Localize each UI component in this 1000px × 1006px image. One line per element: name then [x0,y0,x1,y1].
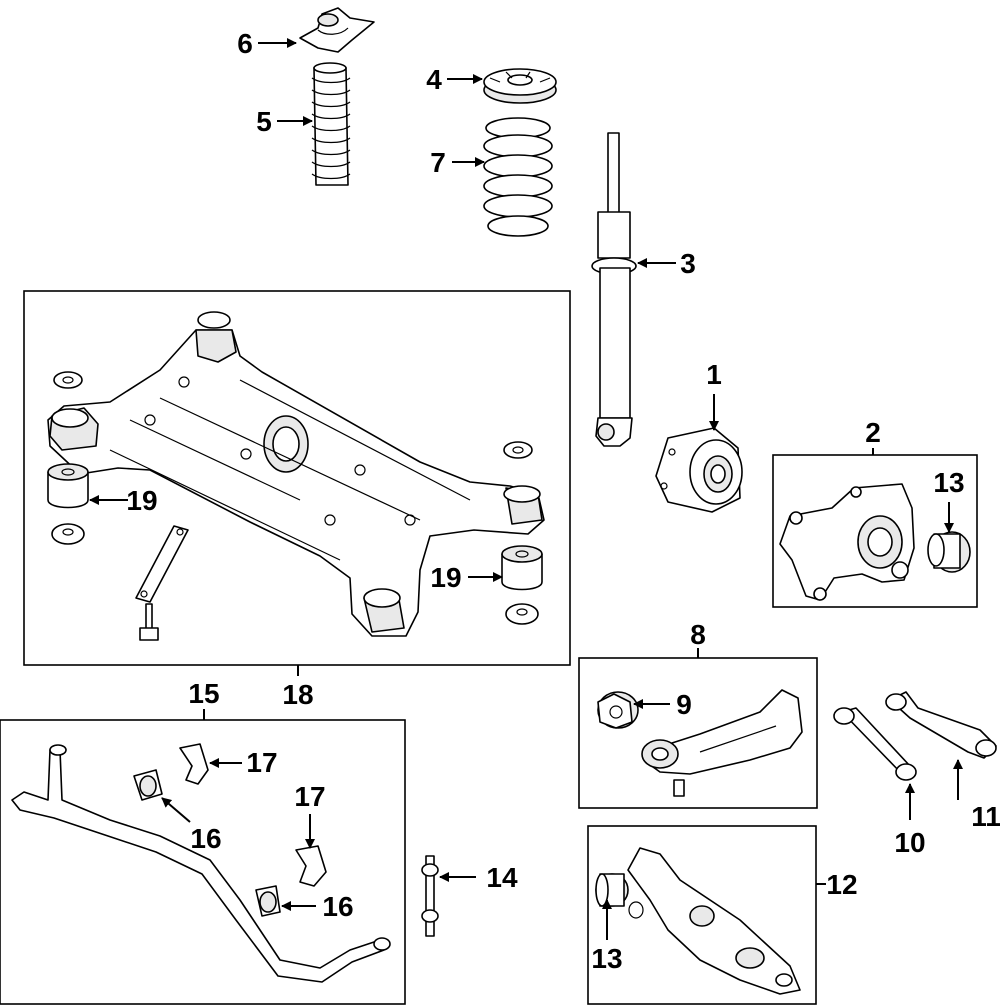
hub-bearing-part[interactable] [655,427,743,513]
callout-4: 4 [426,64,442,95]
mount-washer-bottom-left[interactable] [51,523,85,545]
callout-3: 3 [680,248,696,279]
callout-7: 7 [430,147,446,178]
crossmember-part[interactable] [47,311,545,637]
callout-19-right: 19 [430,562,461,593]
callout-17-lower: 17 [294,781,325,812]
callout-13-lower: 13 [591,943,622,974]
knuckle-bushing-part[interactable] [927,531,971,573]
lower-control-arm-part[interactable] [627,847,801,995]
callout-15: 15 [188,678,219,709]
callout-18: 18 [282,679,313,710]
callout-16-upper: 16 [190,823,221,854]
callout-1: 1 [706,359,722,390]
upper-mount-part[interactable] [299,7,375,53]
callout-5: 5 [256,106,272,137]
stabilizer-bushing-upper-part[interactable] [133,769,163,801]
mount-bushing-right[interactable] [501,545,543,591]
coil-spring-part[interactable] [483,117,553,237]
knuckle-group-box [772,454,978,608]
callout-leaders [89,38,963,940]
upper-control-arm-part[interactable] [885,691,997,759]
mount-washer-top-right[interactable] [503,441,533,459]
stabilizer-group-box [0,719,406,1005]
stabilizer-bushing-lower-part[interactable] [255,885,281,917]
lateral-link-part[interactable] [833,707,917,781]
stabilizer-bar-part[interactable] [11,744,391,983]
trailing-arm-part[interactable] [641,689,803,797]
shock-absorber-part[interactable] [591,132,637,447]
stabilizer-bracket-upper-part[interactable] [179,743,209,785]
spring-seat-part[interactable] [483,68,557,104]
mounting-bolt-part[interactable] [139,603,159,641]
callout-14: 14 [486,862,518,893]
callout-12: 12 [826,869,857,900]
mount-bushing-left[interactable] [47,463,89,509]
callout-11: 11 [971,801,1000,832]
stay-bracket-part[interactable] [135,525,189,603]
stabilizer-link-part[interactable] [421,855,439,937]
callout-9: 9 [676,689,692,720]
lower-arm-bushing-part[interactable] [595,873,644,919]
callout-2: 2 [865,417,881,448]
callout-16-lower: 16 [322,891,353,922]
callout-8: 8 [690,619,706,650]
mount-washer-top-left[interactable] [53,371,83,389]
trailing-arm-bushing-part[interactable] [597,691,639,729]
callout-6: 6 [237,28,253,59]
knuckle-part[interactable] [779,483,915,601]
lower-arm-group-box [587,825,817,1005]
stabilizer-bracket-lower-part[interactable] [295,845,327,887]
mount-washer-bottom-right[interactable] [505,603,539,625]
callout-17-upper: 17 [246,747,277,778]
callout-10: 10 [894,827,925,858]
callout-19-left: 19 [126,485,157,516]
dust-boot-part[interactable] [311,62,351,186]
callout-13-upper: 13 [933,467,964,498]
